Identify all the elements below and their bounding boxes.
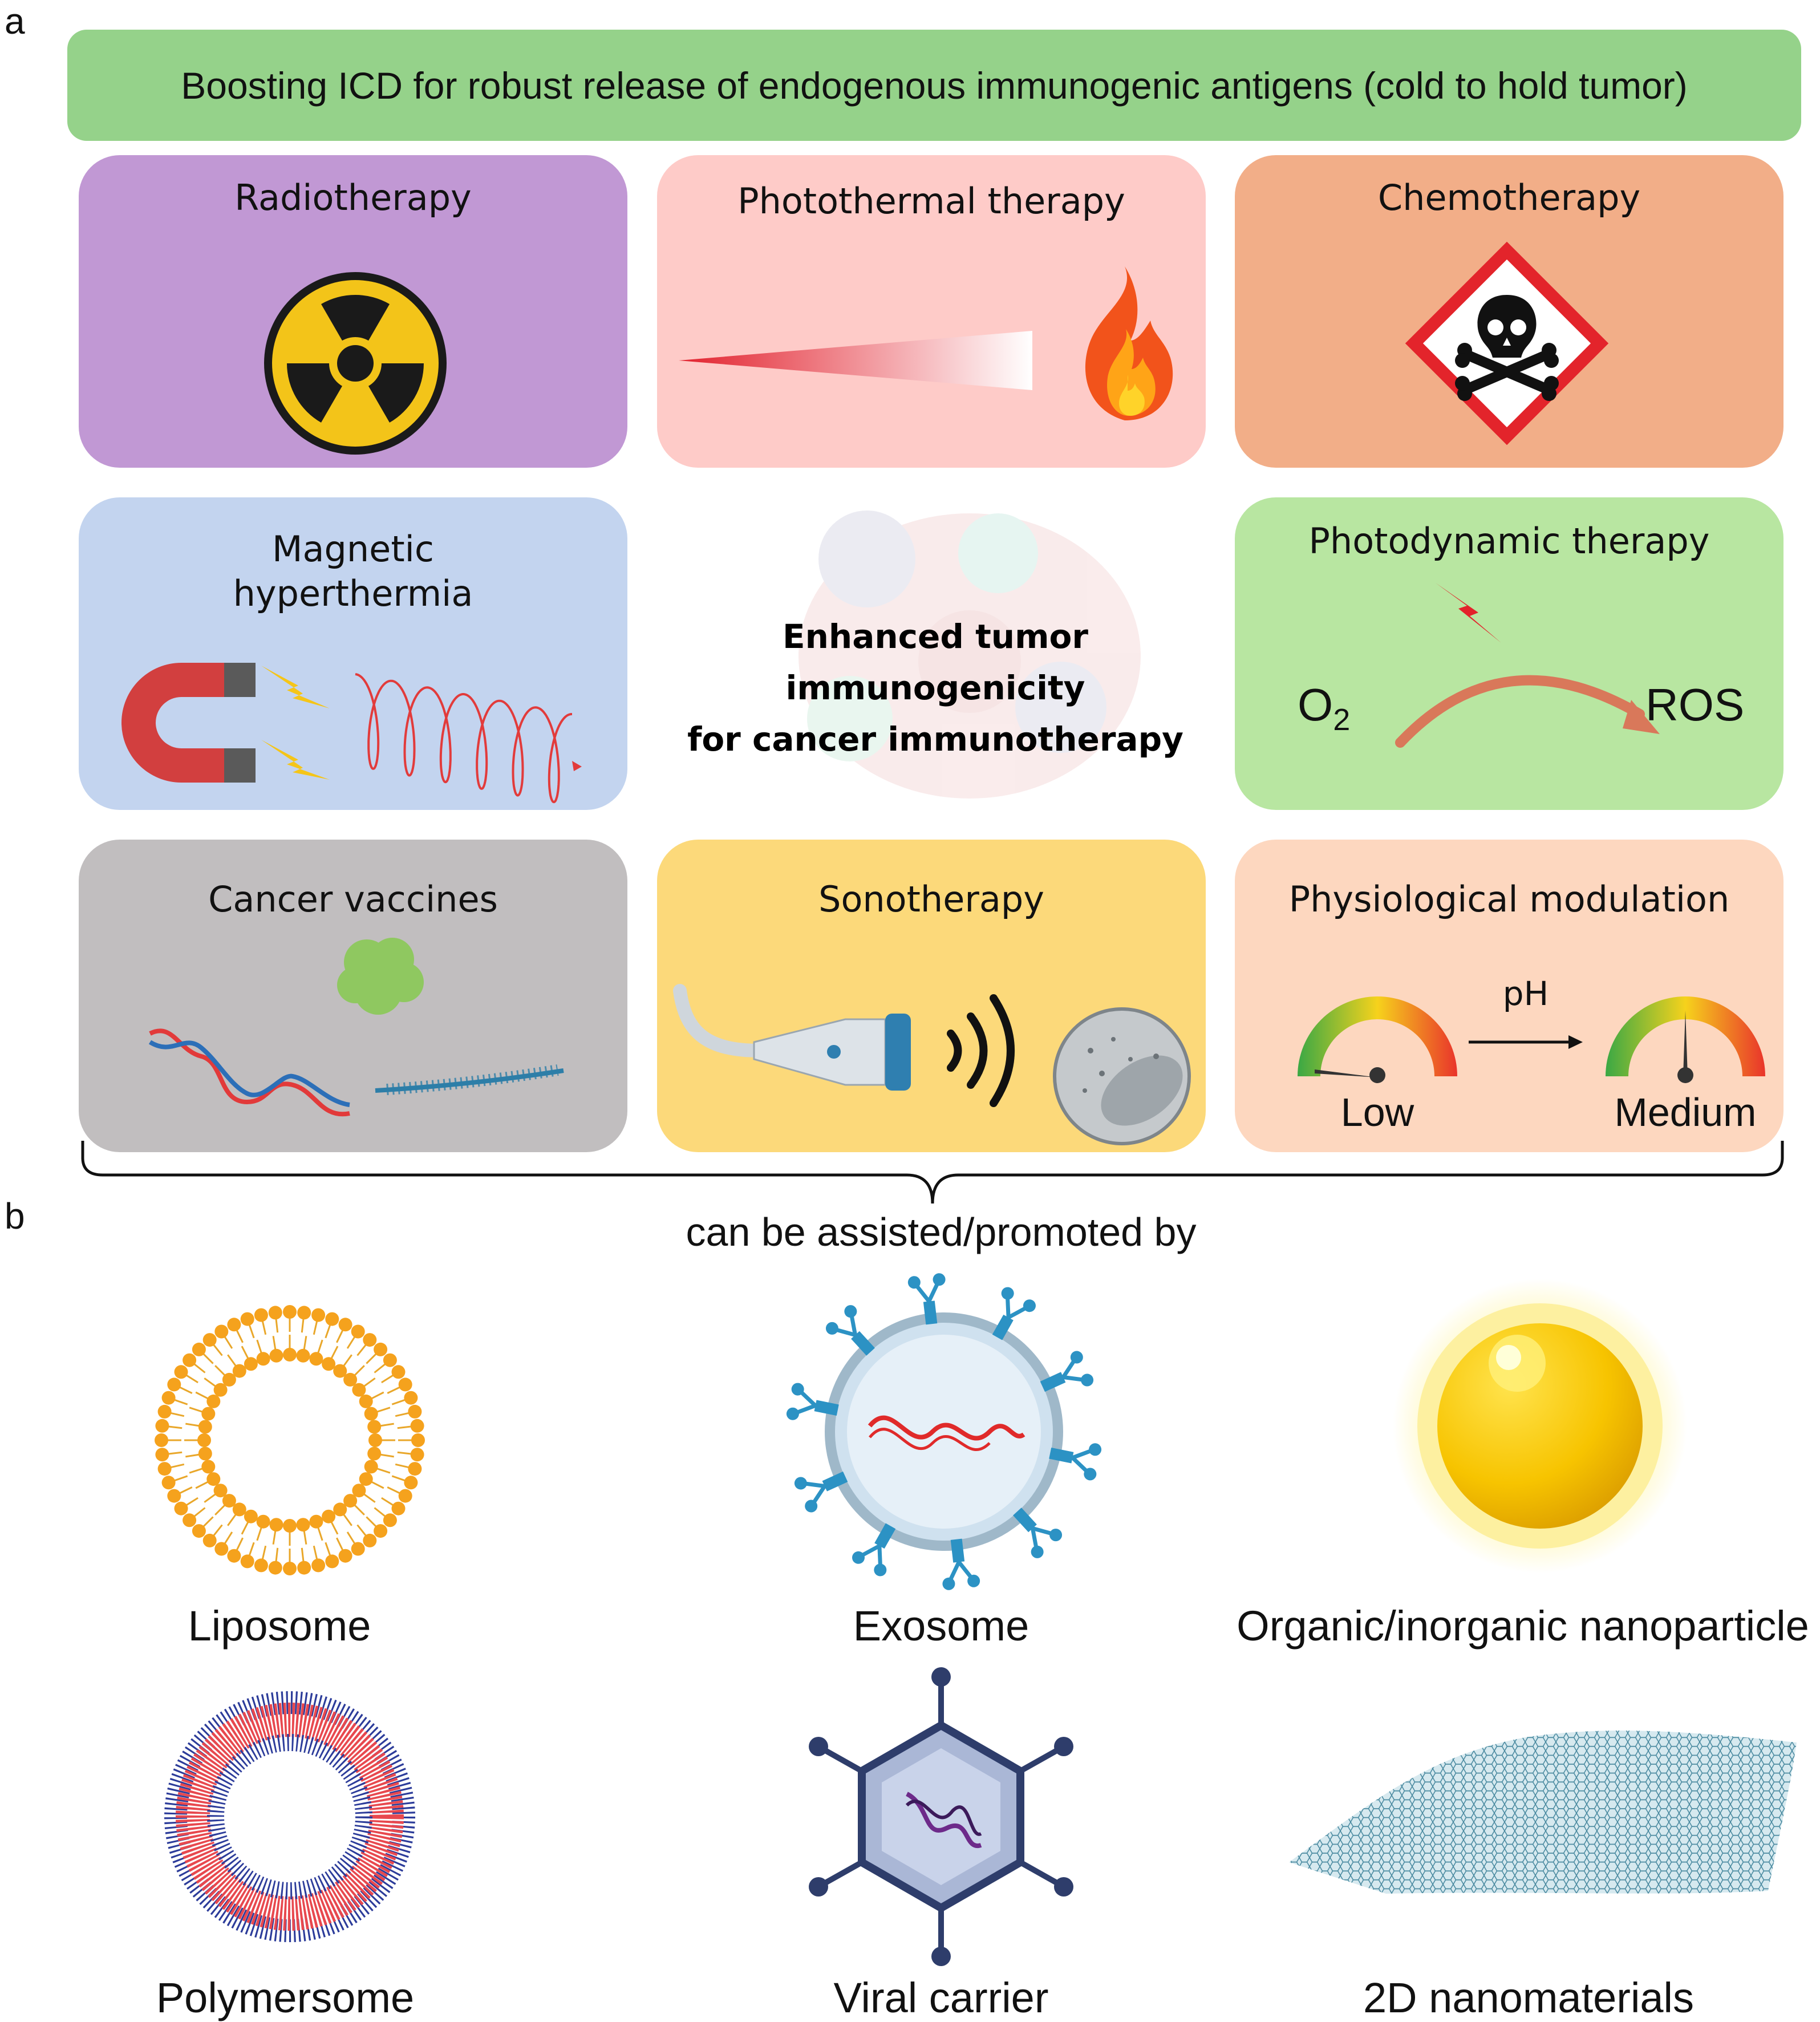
cell-sphere-icon [1053, 1007, 1191, 1145]
center-statement: Enhanced tumor immunogenicity for cancer… [633, 611, 1238, 765]
center-line-2: for cancer immunotherapy [687, 719, 1183, 759]
protein-antigen-icon [337, 938, 424, 1015]
viral-carrier-icon [809, 1667, 1073, 1966]
sound-waves-icon [947, 994, 1015, 1107]
carrier-label-nanoparticle: Organic/inorganic nanoparticle [1237, 1602, 1809, 1650]
carrier-label-2d: 2D nanomaterials [1363, 1974, 1694, 2021]
carrier-label-viral: Viral carrier [833, 1974, 1049, 2021]
card-title-vaccines: Cancer vaccines [208, 878, 498, 920]
lightning-bolts-icon [261, 666, 330, 780]
product-ros: ROS [1645, 679, 1745, 730]
card-title-photodynamic: Photodynamic therapy [1308, 520, 1710, 562]
card-title-radiotherapy: Radiotherapy [234, 177, 472, 218]
tumor-cells-background [798, 510, 1141, 799]
title-banner: Boosting ICD for robust release of endog… [67, 30, 1801, 141]
arrow-label-ph: pH [1502, 974, 1549, 1013]
reaction-arrow-icon [1395, 675, 1660, 748]
card-cancer-vaccines: Cancer vaccines [79, 840, 627, 1152]
mrna-icon [375, 1064, 564, 1095]
spiral-trajectory-icon [355, 673, 582, 804]
dna-icon [148, 1028, 350, 1117]
liposome-icon [155, 1305, 425, 1575]
arrow-right-icon [1469, 1035, 1583, 1049]
radiation-icon [264, 272, 447, 455]
gauge-right-label: Medium [1614, 1090, 1757, 1134]
card-chemotherapy: Chemotherapy [1235, 155, 1783, 468]
card-title-chemotherapy: Chemotherapy [1377, 177, 1641, 218]
gauge-low-icon [1298, 996, 1457, 1083]
brace [81, 1141, 1784, 1204]
flame-icon [1085, 266, 1173, 420]
card-title-magnetic-2: hyperthermia [233, 573, 473, 614]
panel-label-a: a [5, 1, 25, 42]
card-radiotherapy: Radiotherapy [79, 155, 627, 468]
card-magnetic-hyperthermia: Magnetic hyperthermia [79, 497, 627, 810]
card-photothermal: Photothermal therapy [657, 155, 1206, 468]
carrier-label-polymersome: Polymersome [156, 1974, 415, 2021]
card-physiological: Physiological modulation pH Low Medium [1235, 840, 1783, 1152]
center-line-1: Enhanced tumor immunogenicity [783, 617, 1088, 707]
card-title-photothermal: Photothermal therapy [737, 180, 1125, 222]
2d-sheet-icon [1289, 1731, 1797, 1894]
carrier-label-liposome: Liposome [188, 1602, 371, 1650]
exosome-icon [786, 1273, 1102, 1590]
ultrasound-probe-icon [673, 984, 911, 1091]
reactant-o2: O2 [1298, 679, 1351, 737]
skull-crossbones-icon [1405, 241, 1609, 445]
card-title-magnetic-1: Magnetic [272, 528, 434, 570]
panel-label-b: b [5, 1196, 25, 1237]
light-beam-icon [679, 331, 1032, 390]
brace-label: can be assisted/promoted by [686, 1210, 1197, 1254]
nanoparticle-icon [1393, 1279, 1687, 1573]
card-photodynamic: Photodynamic therapy O2 ROS [1235, 497, 1783, 810]
gauge-left-label: Low [1340, 1090, 1414, 1134]
card-sonotherapy: Sonotherapy [657, 840, 1206, 1152]
gauge-medium-icon [1606, 996, 1765, 1083]
magnet-icon [121, 663, 256, 783]
lightning-icon [1436, 583, 1501, 643]
card-title-physiological: Physiological modulation [1288, 878, 1730, 920]
polymersome-icon [164, 1691, 415, 1942]
carrier-label-exosome: Exosome [853, 1602, 1029, 1650]
card-title-sonotherapy: Sonotherapy [818, 878, 1044, 920]
